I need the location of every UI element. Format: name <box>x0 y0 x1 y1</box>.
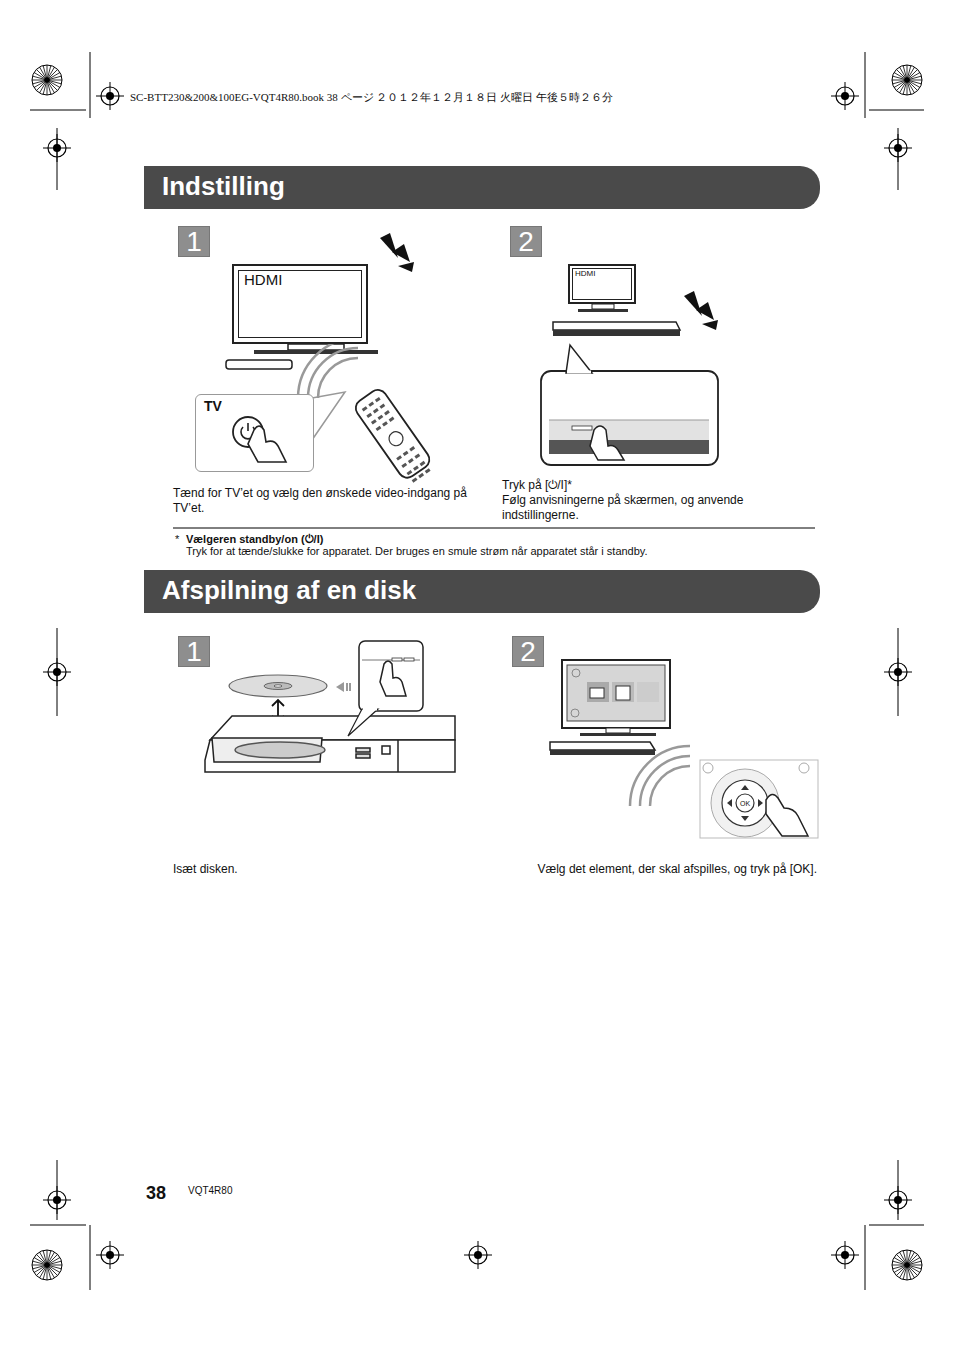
step-label: 1 <box>179 227 209 257</box>
step-number: 2 <box>510 226 542 257</box>
button-label: OK <box>740 799 750 808</box>
step-label: 2 <box>513 637 543 667</box>
tv-screen: HDMI <box>568 264 636 304</box>
input-label: HDMI <box>234 266 366 288</box>
power-button-icon <box>216 400 316 470</box>
step-label: 2 <box>511 227 541 257</box>
signal-marks <box>684 291 718 330</box>
step-number: 2 <box>512 636 544 667</box>
player-open-tray <box>205 716 455 772</box>
page-number: 38 <box>146 1182 166 1205</box>
step-instruction: Følg anvisningerne på skærmen, og anvend… <box>502 493 797 523</box>
document-code: VQT4R80 <box>188 1184 232 1197</box>
zoom-bubble <box>348 641 423 736</box>
zoom-bubble <box>541 345 718 465</box>
remote-pad <box>700 760 818 838</box>
section-title: Indstilling <box>144 166 820 201</box>
input-label: HDMI <box>570 266 634 278</box>
print-header: SC-BTT230&200&100EG-VQT4R80.book 38 ページ … <box>130 90 613 104</box>
section-band: Afspilning af en disk <box>144 570 820 613</box>
step-instruction: Tryk på [⏻/I]* <box>502 478 802 493</box>
remote <box>352 386 436 486</box>
step-instruction: Tænd for TV’et og vælg den ønskede video… <box>173 486 483 516</box>
callout-box: TV <box>195 394 314 472</box>
tv-screen: HDMI <box>232 264 368 344</box>
section-band: Indstilling <box>144 166 820 209</box>
step-instruction: Isæt disken. <box>173 862 238 877</box>
callout-pointer <box>312 392 345 440</box>
tv-menu <box>550 660 670 755</box>
footnote-title: Vælgeren standby/on (⏻/I) <box>186 532 323 546</box>
signal-marks <box>380 233 414 272</box>
section-title: Afspilning af en disk <box>144 570 820 605</box>
footnote-rule <box>173 528 815 529</box>
step-label: 1 <box>179 637 209 667</box>
crop-marks <box>30 52 924 1290</box>
step-number: 1 <box>178 226 210 257</box>
disc <box>229 675 351 722</box>
step-instruction: Vælg det element, der skal afspilles, og… <box>538 862 817 877</box>
footnote-mark: * <box>175 532 179 546</box>
tv-small-stand <box>553 304 680 336</box>
input-label: TV <box>196 395 313 414</box>
step-number: 1 <box>178 636 210 667</box>
footnote-text: Tryk for at tænde/slukke for apparatet. … <box>186 544 648 558</box>
